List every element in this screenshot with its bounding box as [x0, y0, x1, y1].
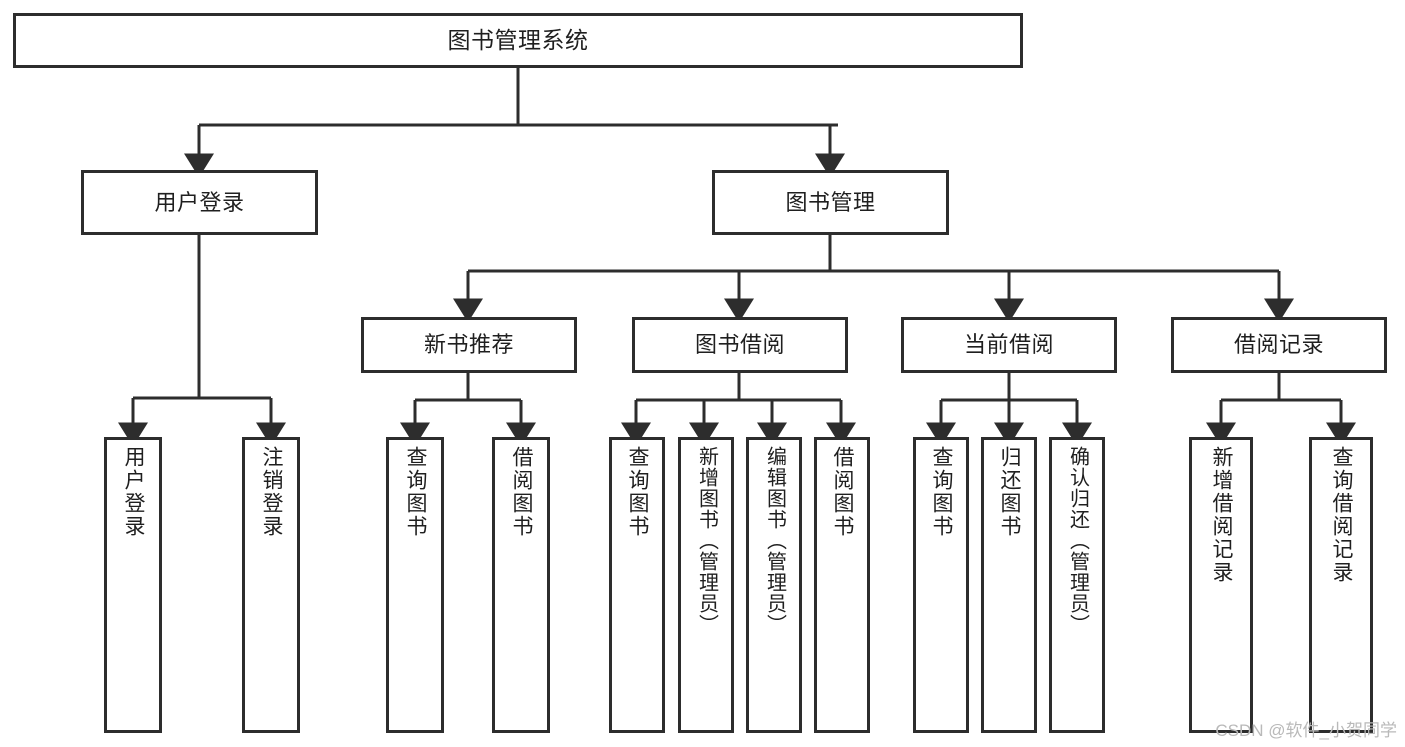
node-label: 注销登录 — [260, 446, 284, 538]
node-label: 查询借阅记录 — [1330, 446, 1354, 584]
leaf-user-login-login[interactable]: 用户登录 — [104, 437, 162, 733]
node-label: 查询图书 — [930, 446, 954, 538]
node-borrow-record[interactable]: 借阅记录 — [1171, 317, 1387, 373]
leaf-borrow-query-book[interactable]: 查询图书 — [609, 437, 665, 733]
node-root-system[interactable]: 图书管理系统 — [13, 13, 1023, 68]
leaf-recommend-query-book[interactable]: 查询图书 — [386, 437, 444, 733]
node-label: 归还图书 — [998, 446, 1022, 538]
leaf-user-login-logout[interactable]: 注销登录 — [242, 437, 300, 733]
node-label: 借阅记录 — [1233, 332, 1324, 358]
leaf-record-add-record[interactable]: 新增借阅记录 — [1189, 437, 1253, 733]
node-label: 查询图书 — [404, 446, 428, 538]
node-label: 图书借阅 — [694, 332, 785, 358]
node-label: 新增图书（管理员） — [695, 446, 718, 635]
node-label: 查询图书 — [626, 446, 650, 538]
node-label: 借阅图书 — [831, 446, 855, 538]
leaf-current-query-book[interactable]: 查询图书 — [913, 437, 969, 733]
leaf-current-return-book[interactable]: 归还图书 — [981, 437, 1037, 733]
node-label: 图书管理系统 — [447, 26, 589, 53]
node-label: 借阅图书 — [510, 446, 534, 538]
node-user-login[interactable]: 用户登录 — [81, 170, 318, 235]
node-label: 新书推荐 — [423, 332, 514, 358]
node-label: 编辑图书（管理员） — [763, 446, 786, 635]
node-label: 用户登录 — [122, 446, 146, 538]
node-label: 图书管理 — [785, 189, 876, 215]
node-label: 用户登录 — [154, 189, 245, 215]
node-new-book-recommend[interactable]: 新书推荐 — [361, 317, 577, 373]
leaf-borrow-borrow-book[interactable]: 借阅图书 — [814, 437, 870, 733]
leaf-record-query-record[interactable]: 查询借阅记录 — [1309, 437, 1373, 733]
leaf-borrow-add-book-admin[interactable]: 新增图书（管理员） — [678, 437, 734, 733]
leaf-recommend-borrow-book[interactable]: 借阅图书 — [492, 437, 550, 733]
watermark-text: CSDN @软件_小贺同学 — [1215, 721, 1397, 740]
leaf-borrow-edit-book-admin[interactable]: 编辑图书（管理员） — [746, 437, 802, 733]
node-book-management[interactable]: 图书管理 — [712, 170, 949, 235]
node-book-borrow[interactable]: 图书借阅 — [632, 317, 848, 373]
node-label: 当前借阅 — [963, 332, 1054, 358]
leaf-current-confirm-return-admin[interactable]: 确认归还（管理员） — [1049, 437, 1105, 733]
node-label: 新增借阅记录 — [1210, 446, 1234, 584]
node-label: 确认归还（管理员） — [1066, 446, 1089, 635]
node-current-borrow[interactable]: 当前借阅 — [901, 317, 1117, 373]
